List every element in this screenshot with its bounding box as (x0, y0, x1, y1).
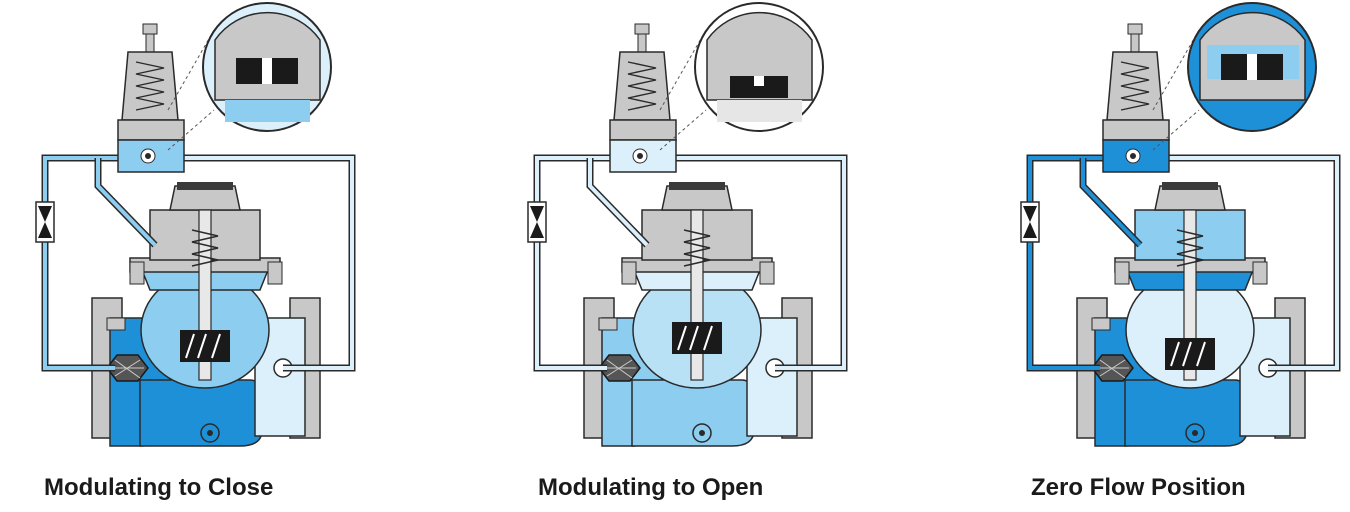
caption-zero-flow-position: Zero Flow Position (1031, 474, 1246, 501)
valve-diagram-open (527, 2, 848, 447)
main-valve-icon (91, 182, 321, 447)
panel-zero-flow-position: Zero Flow Position (985, 0, 1350, 512)
pilot-valve-icon (117, 23, 185, 173)
pilot-valve-icon (609, 23, 677, 173)
needle-valve-icon (35, 201, 55, 243)
valve-diagram-close (35, 2, 356, 447)
detail-magnifier-icon (659, 2, 824, 151)
caption-modulating-to-open: Modulating to Open (538, 474, 764, 501)
detail-magnifier-icon (167, 2, 332, 151)
main-valve-icon (583, 182, 813, 447)
needle-valve-icon (1020, 201, 1040, 243)
detail-magnifier-icon (1152, 2, 1317, 151)
panel-modulating-to-open: Modulating to Open (492, 0, 942, 512)
caption-modulating-to-close: Modulating to Close (44, 474, 274, 501)
pilot-valve-icon (1102, 23, 1170, 173)
needle-valve-icon (527, 201, 547, 243)
panel-modulating-to-close: Modulating to Close (0, 0, 450, 512)
main-valve-icon (1076, 182, 1306, 447)
valve-diagram-zero-flow (1020, 2, 1341, 447)
